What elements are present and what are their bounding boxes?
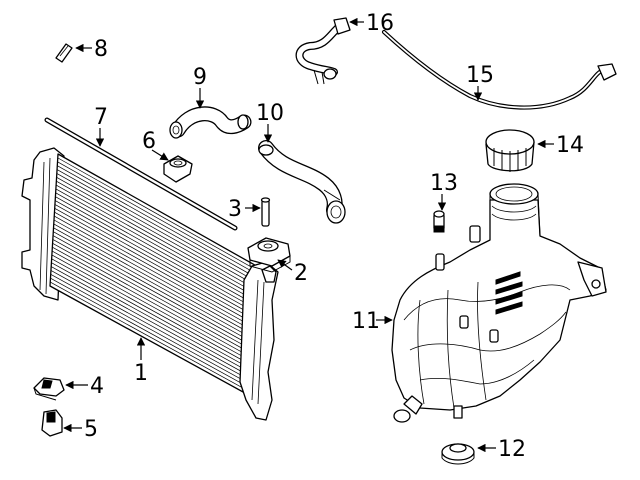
part-7-rod: [44, 117, 238, 231]
part-2-mount: [247, 237, 291, 273]
core-fin-line: [54, 211, 258, 326]
callout-15: 15: [466, 63, 494, 88]
core-fin-line: [52, 242, 257, 357]
core-fin-line: [52, 246, 256, 361]
core-fin-line: [55, 196, 259, 311]
callout-2: 2: [294, 261, 308, 286]
core-fin-line: [55, 188, 259, 303]
callout-16: 16: [366, 11, 394, 36]
core-fin-line: [55, 192, 259, 307]
part-11-tank: [391, 183, 607, 423]
callout-8: 8: [94, 37, 108, 62]
core-fin-line: [53, 223, 257, 338]
core-fin-line: [56, 176, 260, 292]
callout-1: 1: [134, 361, 148, 386]
core-fin-line: [50, 281, 255, 395]
callout-11: 11: [352, 309, 380, 334]
core-fin-line: [50, 277, 255, 391]
part-14-cap: [485, 129, 535, 172]
core-fin-line: [53, 227, 257, 341]
part-15-line: [381, 29, 617, 110]
core-fin-line: [55, 184, 259, 299]
part-3-pin: [260, 197, 271, 227]
callout-labels: 1 2 3 4 5 6 7 8 9 10 11 12 13 14 15 16: [84, 11, 584, 462]
part-13-sensor: [433, 210, 445, 233]
core-fin-line: [54, 215, 258, 330]
callout-6: 6: [142, 129, 156, 154]
part-5-clip: [41, 409, 63, 437]
core-fin-line: [54, 208, 258, 322]
core-fin-line: [56, 169, 260, 284]
core-fin-line: [57, 157, 260, 273]
callout-4: 4: [90, 374, 104, 399]
core-fin-line: [52, 239, 257, 353]
core-fin-line: [57, 165, 260, 280]
callout-10: 10: [256, 101, 284, 126]
core-fin-line: [55, 200, 259, 315]
core-fin-line: [50, 274, 255, 387]
core-fin-line: [50, 270, 255, 384]
core-fin-line: [53, 219, 258, 334]
part-8-clip: [55, 43, 73, 63]
core-fin-line: [53, 231, 257, 345]
core-fin-line: [51, 266, 256, 380]
part-9-hose: [169, 106, 252, 139]
part-1-radiator: [21, 147, 279, 421]
core-fin-line: [54, 204, 258, 319]
callout-9: 9: [193, 65, 207, 90]
core-fin-line: [56, 173, 260, 288]
part-6-grommet: [163, 155, 193, 183]
core-fin-line: [51, 262, 256, 376]
core-fin-line: [57, 161, 260, 276]
callout-13: 13: [430, 171, 458, 196]
leader-lines: [63, 17, 554, 453]
part-12-seal: [441, 443, 475, 465]
core-fin-line: [51, 250, 256, 364]
core-fin-line: [52, 235, 257, 349]
callout-5: 5: [84, 417, 98, 442]
part-10-hose: [258, 140, 346, 224]
core-fin-line: [51, 258, 256, 372]
callout-12: 12: [498, 437, 526, 462]
part-16-hose: [295, 17, 351, 85]
core-fin-line: [51, 254, 256, 368]
core-fin-line: [56, 180, 259, 296]
callout-7: 7: [94, 105, 108, 130]
part-4-bracket: [33, 377, 65, 401]
radiator-core-fins: [50, 157, 260, 395]
callout-3: 3: [228, 197, 242, 222]
callout-14: 14: [556, 133, 584, 158]
